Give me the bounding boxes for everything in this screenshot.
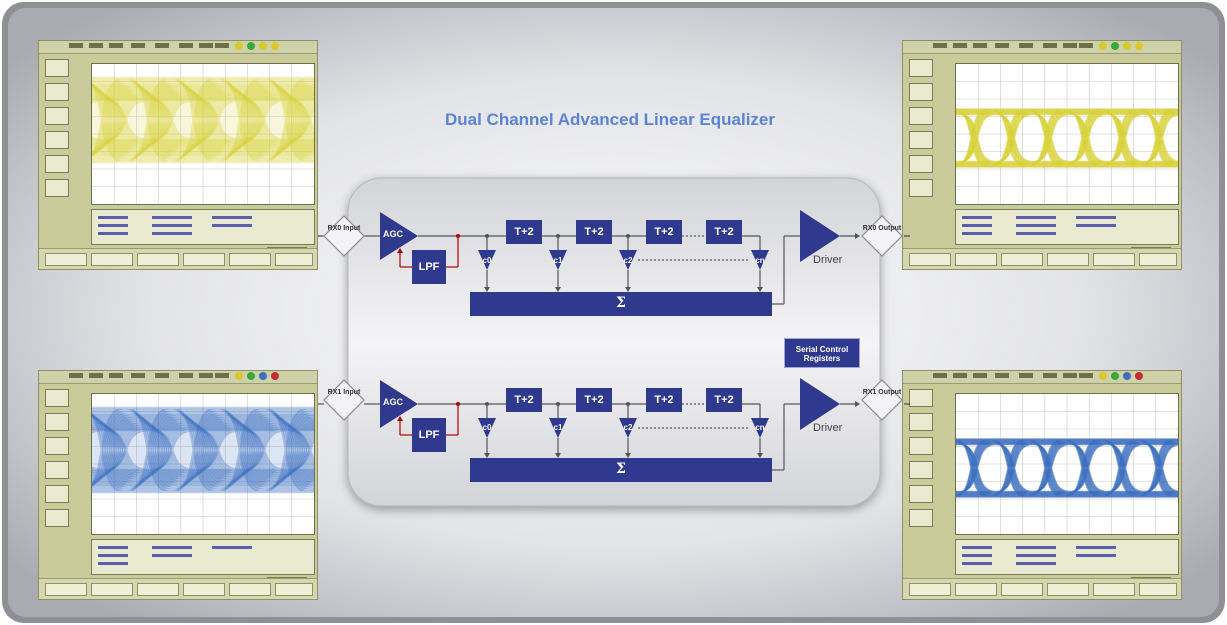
page-title: Dual Channel Advanced Linear Equalizer xyxy=(444,110,775,129)
scope-readout xyxy=(955,539,1179,575)
driver-amplifier xyxy=(800,210,840,262)
summer-block: Σ xyxy=(470,292,772,316)
serial-control-registers: Serial Control Registers xyxy=(784,338,860,368)
scope-bottombar xyxy=(903,248,1181,269)
driver-amplifier xyxy=(800,378,840,430)
rx0-output-port: RX0 Output xyxy=(860,214,904,258)
scope-screen xyxy=(91,63,315,205)
delay-block: T+2 xyxy=(706,220,742,244)
agc-label: AGC xyxy=(383,397,403,407)
agc-amplifier xyxy=(380,380,418,428)
eye-traces xyxy=(956,438,1178,498)
scope-readout xyxy=(91,539,315,575)
tap-multiplier xyxy=(478,418,496,438)
agc-amplifier xyxy=(380,212,418,260)
tap-label: c2 xyxy=(623,423,633,432)
scope-screen xyxy=(955,393,1179,535)
eye-diagram xyxy=(956,394,1178,534)
sigma-symbol: Σ xyxy=(616,295,626,311)
tap-multiplier xyxy=(751,418,769,438)
driver-label: Driver xyxy=(813,254,843,266)
tap-label: c1 xyxy=(553,423,563,432)
sigma-symbol: Σ xyxy=(616,461,626,477)
rx0-output-scope xyxy=(902,40,1182,270)
delay-block: T+2 xyxy=(506,220,542,244)
rx1-input-port: RX1 Input xyxy=(322,378,366,422)
tap-multiplier xyxy=(619,250,637,270)
tap-multiplier xyxy=(751,250,769,270)
eye-traces xyxy=(92,76,314,164)
tap-label: cn xyxy=(755,423,765,432)
tap-label: c0 xyxy=(482,256,492,265)
scope-readout xyxy=(955,209,1179,245)
rx1-input-scope xyxy=(38,370,318,600)
tap-label: c2 xyxy=(623,256,633,265)
rx1-output-port: RX1 Output xyxy=(860,378,904,422)
tap-multiplier xyxy=(478,250,496,270)
tap-multiplier xyxy=(549,250,567,270)
delay-block: T+2 xyxy=(646,220,682,244)
scope-screen xyxy=(91,393,315,535)
scope-menubar xyxy=(903,371,1181,384)
rx0-input-scope xyxy=(38,40,318,270)
scope-menubar xyxy=(903,41,1181,54)
scope-menubar xyxy=(39,41,317,54)
tap-label: c0 xyxy=(482,423,492,432)
port-label: RX0 Output xyxy=(862,225,902,232)
eye-traces xyxy=(956,108,1178,168)
rx1-output-scope xyxy=(902,370,1182,600)
driver-label: Driver xyxy=(813,422,843,434)
rx0-input-port: RX0 Input xyxy=(322,214,366,258)
scope-readout xyxy=(91,209,315,245)
delay-block: T+2 xyxy=(576,388,612,412)
scope-bottombar xyxy=(39,578,317,599)
scope-menubar xyxy=(39,371,317,384)
eye-diagram xyxy=(956,64,1178,204)
tap-multiplier xyxy=(619,418,637,438)
scope-screen xyxy=(955,63,1179,205)
eye-traces xyxy=(92,406,314,494)
eye-diagram xyxy=(92,64,314,204)
summer-block: Σ xyxy=(470,458,772,482)
delay-block: T+2 xyxy=(506,388,542,412)
port-label: RX1 Input xyxy=(327,389,361,396)
scope-bottombar xyxy=(39,248,317,269)
tap-label: cn xyxy=(755,256,765,265)
lpf-block: LPF xyxy=(412,250,446,284)
delay-block: T+2 xyxy=(706,388,742,412)
delay-block: T+2 xyxy=(646,388,682,412)
delay-block: T+2 xyxy=(576,220,612,244)
tap-label: c1 xyxy=(553,256,563,265)
lpf-block: LPF xyxy=(412,418,446,452)
port-label: RX0 Input xyxy=(327,225,361,232)
scope-bottombar xyxy=(903,578,1181,599)
port-label: RX1 Output xyxy=(862,389,902,396)
tap-multiplier xyxy=(549,418,567,438)
agc-label: AGC xyxy=(383,229,403,239)
eye-diagram xyxy=(92,394,314,534)
